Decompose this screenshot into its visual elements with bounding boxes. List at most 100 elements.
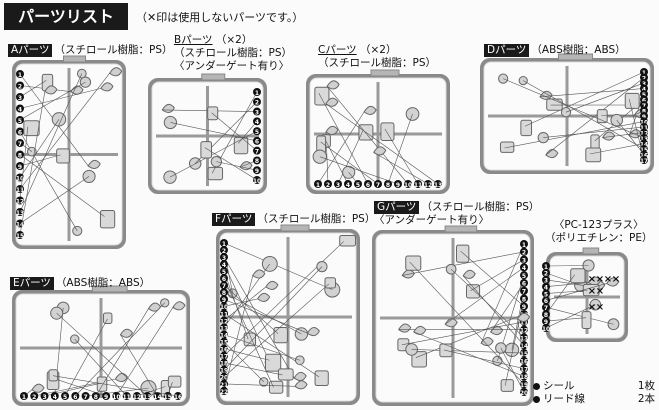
- leader-line-c: [326, 86, 409, 185]
- part-number-marker-f: [220, 295, 228, 304]
- part-number-f: 21: [220, 382, 228, 389]
- leader-line-g: [500, 347, 525, 393]
- part-shape-f: [256, 292, 271, 302]
- part-number-marker-pc: [542, 310, 550, 319]
- leader-line-a: [19, 154, 105, 217]
- leader-line-a: [19, 88, 101, 109]
- legend-label-lead-wire: リード線: [543, 393, 585, 405]
- part-number-d: 14: [640, 141, 648, 148]
- extras-legend: シール 1枚 リード線 2本: [533, 380, 655, 406]
- runner-gate-tab-g: [444, 225, 478, 233]
- leader-line-b: [204, 147, 258, 181]
- part-number-marker-e: [30, 392, 39, 400]
- part-number-marker-f: [220, 387, 228, 395]
- part-number-marker-g: [520, 286, 528, 295]
- part-number-f: 13: [220, 325, 228, 332]
- part-number-f: 9: [222, 297, 226, 304]
- leader-line-g: [401, 321, 525, 346]
- part-number-pc: 1: [544, 264, 548, 271]
- part-number-marker-d: [640, 106, 648, 115]
- leader-line-d: [523, 80, 645, 150]
- part-number-d: 2: [642, 75, 646, 82]
- leader-line-a: [19, 73, 110, 190]
- legend-label-sticker: シール: [543, 380, 575, 392]
- part-number-e: 13: [143, 394, 151, 401]
- part-shape-c: [380, 122, 395, 142]
- leader-line-d: [539, 88, 645, 98]
- part-number-marker-a: [16, 70, 24, 78]
- part-shape-e: [102, 312, 113, 324]
- part-number-marker-pc: [542, 317, 550, 326]
- part-number-g: 15: [520, 351, 528, 358]
- part-number-e: 1: [22, 394, 26, 401]
- part-number-marker-c: [324, 180, 332, 188]
- part-number-f: 2: [222, 248, 226, 255]
- unused-part-mark: ×: [612, 274, 620, 285]
- part-number-e: 11: [122, 394, 130, 401]
- part-number-marker-b: [253, 146, 261, 155]
- leader-line-pc: [545, 317, 587, 322]
- part-number-marker-c: [344, 180, 352, 188]
- part-number-a: 1: [18, 72, 22, 79]
- leader-line-e: [52, 375, 179, 397]
- part-number-a: 15: [16, 233, 24, 240]
- part-number-f: 19: [220, 368, 228, 375]
- part-number-marker-a: [16, 208, 24, 216]
- runner-frame-inner-d: [483, 61, 651, 171]
- legend-count-lead-wire: 2本: [637, 393, 655, 405]
- leader-line-f: [223, 241, 344, 356]
- part-number-marker-c: [374, 180, 382, 188]
- part-number-c: 1: [316, 182, 320, 189]
- leader-line-c: [318, 93, 369, 185]
- part-number-marker-e: [61, 392, 70, 400]
- part-shape-d: [602, 131, 616, 141]
- unused-part-mark: ×: [596, 286, 604, 297]
- part-shape-g: [500, 379, 514, 392]
- part-number-e: 2: [32, 394, 36, 401]
- leader-line-pc: [545, 290, 588, 294]
- part-number-g: 18: [520, 374, 528, 381]
- leader-line-f: [223, 242, 333, 290]
- part-shape-e: [48, 369, 59, 382]
- part-number-marker-a: [16, 104, 24, 113]
- part-number-marker-a: [16, 185, 24, 193]
- part-number-pc: 4: [544, 284, 548, 291]
- part-shape-a: [56, 148, 70, 164]
- part-number-marker-f: [220, 344, 228, 353]
- part-number-marker-pc: [542, 324, 550, 332]
- part-number-marker-b: [253, 166, 261, 175]
- part-shape-c: [325, 97, 339, 107]
- part-number-pc: 10: [542, 326, 550, 333]
- leader-line-g: [411, 349, 525, 354]
- sheet-tag-c: Cパーツ: [318, 44, 357, 56]
- part-number-marker-a: [16, 139, 24, 147]
- part-number-marker-g: [520, 349, 528, 358]
- part-number-g: 2: [522, 250, 526, 257]
- leader-line-f: [223, 264, 271, 363]
- runner-gate-tab-f: [280, 224, 310, 232]
- part-number-g: 13: [520, 335, 528, 342]
- part-number-marker-g: [520, 240, 528, 248]
- part-number-b: 2: [255, 100, 259, 107]
- leader-line-g: [444, 267, 525, 325]
- part-number-marker-d: [640, 112, 648, 120]
- part-number-pc: 9: [544, 319, 548, 326]
- part-number-e: 14: [153, 394, 161, 401]
- part-shape-g: [405, 255, 422, 271]
- part-shape-f: [265, 280, 279, 290]
- part-number-e: 8: [94, 394, 98, 401]
- leader-line-a: [19, 126, 29, 201]
- part-number-marker-b: [253, 176, 261, 184]
- part-number-pc: 5: [544, 291, 548, 298]
- leader-line-d: [589, 143, 645, 155]
- part-number-g: 14: [520, 343, 528, 350]
- sheet-material-pc: （ポリエチレン：PE）: [545, 232, 653, 244]
- part-number-f: 4: [222, 262, 226, 269]
- part-number-a: 6: [18, 129, 22, 136]
- leader-line-g: [490, 282, 525, 333]
- leader-line-g: [460, 250, 525, 307]
- part-shape-g: [462, 269, 476, 279]
- part-number-marker-f: [220, 337, 228, 346]
- leader-line-c: [317, 111, 365, 185]
